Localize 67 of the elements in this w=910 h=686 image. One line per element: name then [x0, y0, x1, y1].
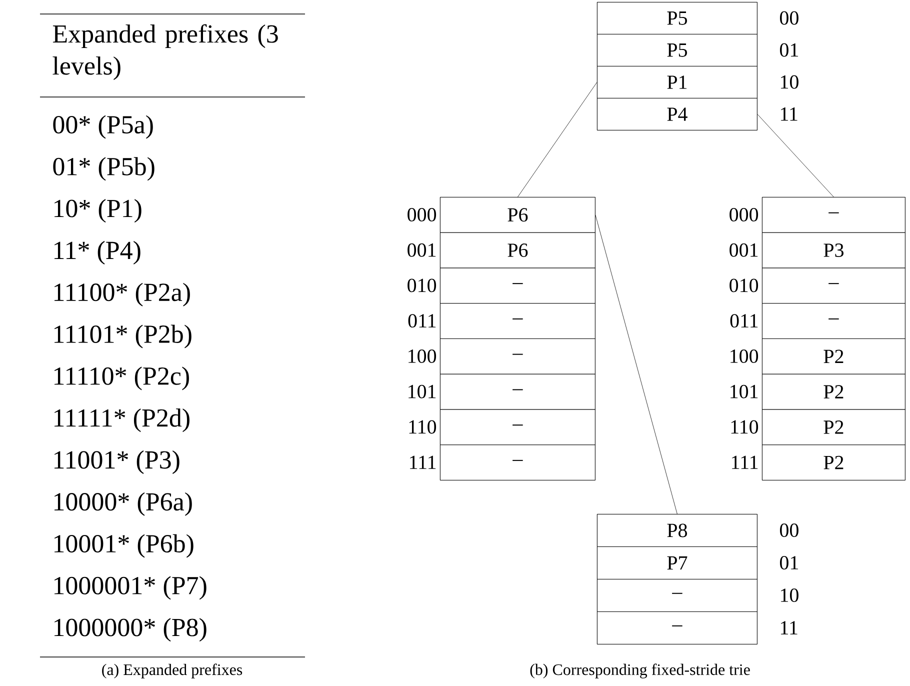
- index-label: 100: [408, 349, 436, 363]
- array-cell: –: [597, 579, 758, 612]
- table-cell: 10000* (P6a): [54, 492, 192, 516]
- table-cell: 11110* (P2c): [54, 366, 189, 390]
- table-header: Expanded prefixes (3 levels): [52, 24, 278, 80]
- index-label: 011: [730, 314, 758, 328]
- array-cell: P2: [762, 338, 906, 374]
- table-cell: 11111* (P2d): [54, 408, 190, 432]
- index-label: 010: [730, 278, 758, 292]
- index-label: 101: [730, 384, 758, 398]
- index-label: 000: [730, 208, 758, 222]
- array-cell: –: [440, 409, 596, 446]
- index-label: 001: [408, 243, 436, 257]
- index-label: 00: [780, 11, 798, 25]
- array-cell: –: [762, 197, 906, 233]
- connector-line: [595, 214, 678, 514]
- index-label: 110: [409, 420, 436, 434]
- table-cell: 01* (P5b): [53, 157, 154, 181]
- array-cell: –: [440, 268, 596, 304]
- connector-line: [518, 82, 598, 198]
- index-label: 100: [730, 349, 758, 363]
- index-label: 000: [408, 208, 436, 222]
- connector-line: [757, 114, 834, 198]
- table-cell: 11001* (P3): [54, 450, 180, 474]
- caption: (a) Expanded prefixes: [102, 664, 242, 678]
- array-cell: P5: [597, 34, 758, 66]
- index-label: 10: [780, 588, 798, 602]
- array-cell: P7: [597, 546, 758, 580]
- array-cell: P6: [440, 232, 596, 268]
- index-label: 01: [780, 556, 798, 570]
- array-cell: P8: [597, 514, 758, 547]
- array-cell: P3: [762, 232, 906, 268]
- table-cell: 1000000* (P8): [54, 618, 206, 642]
- index-label: 010: [408, 278, 436, 292]
- table-cell: 11101* (P2b): [54, 324, 192, 348]
- array-cell: P2: [762, 374, 906, 410]
- index-label: 10: [780, 75, 798, 89]
- array-cell: –: [762, 268, 906, 304]
- array-cell: –: [440, 444, 596, 480]
- table-cell: 00* (P5a): [53, 115, 153, 139]
- index-label: 00: [780, 524, 798, 537]
- index-label: 111: [410, 456, 436, 469]
- index-label: 111: [732, 456, 758, 469]
- array-cell: P4: [597, 98, 758, 130]
- index-label: 11: [780, 621, 798, 634]
- table-cell: 10* (P1): [54, 199, 142, 223]
- index-label: 11: [780, 107, 798, 121]
- array-cell: –: [440, 374, 596, 410]
- caption: (b) Corresponding fixed-stride trie: [530, 664, 750, 678]
- table-cell: 11100* (P2a): [54, 282, 190, 306]
- array-cell: P2: [762, 444, 906, 480]
- array-cell: P2: [762, 409, 906, 446]
- array-cell: P1: [597, 66, 758, 98]
- index-label: 110: [731, 420, 758, 434]
- array-cell: –: [597, 612, 758, 644]
- array-cell: P6: [440, 197, 596, 233]
- array-cell: –: [440, 338, 596, 374]
- array-cell: P5: [597, 2, 758, 34]
- table-cell: 11* (P4): [54, 240, 140, 264]
- array-cell: –: [762, 303, 906, 339]
- table-cell: 10001* (P6b): [54, 534, 194, 558]
- table-cell: 1000001* (P7): [54, 576, 206, 600]
- index-label: 011: [408, 314, 436, 328]
- index-label: 101: [408, 384, 436, 398]
- array-cell: –: [440, 303, 596, 339]
- index-label: 001: [730, 243, 758, 257]
- index-label: 01: [780, 43, 798, 57]
